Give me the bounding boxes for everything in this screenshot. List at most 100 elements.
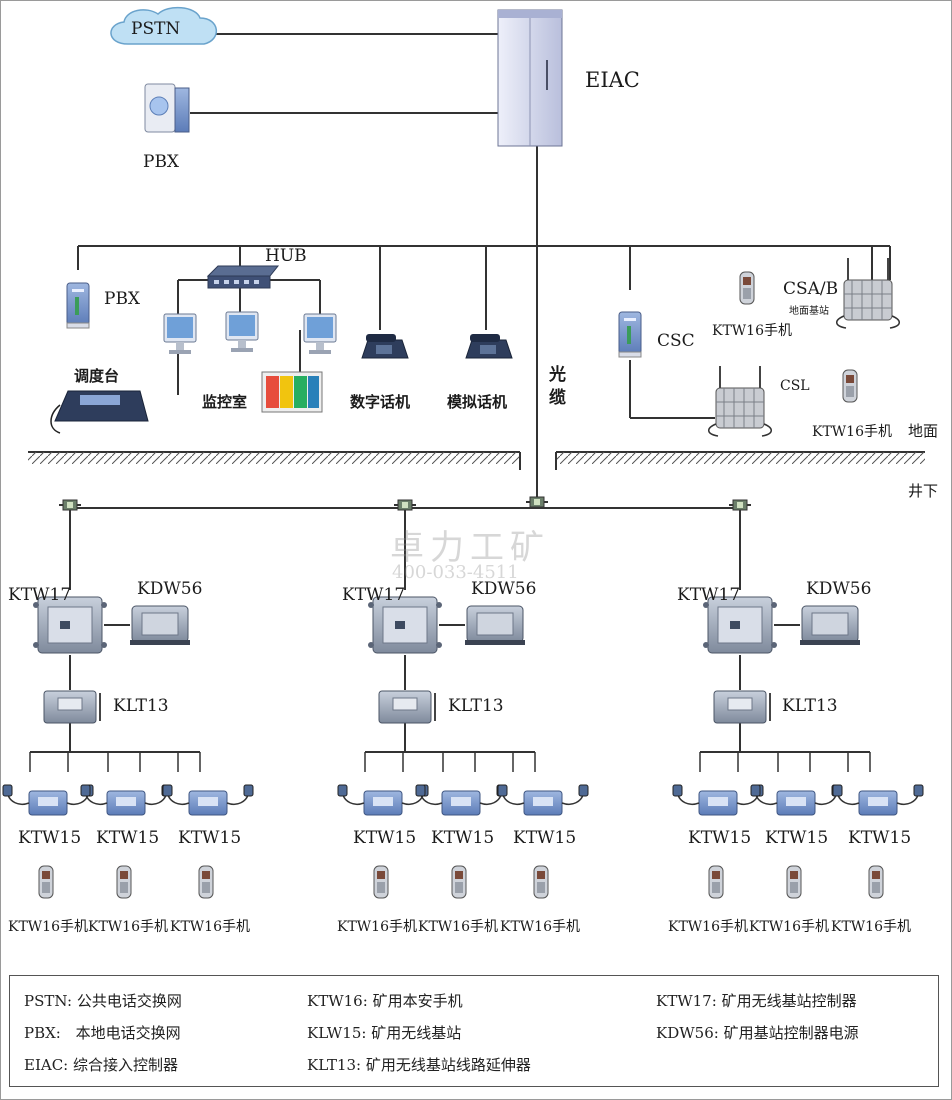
extender-label-3: KLT13	[782, 696, 838, 716]
phone-2-1-label: KTW16手机	[337, 919, 418, 935]
line-extender-1-icon	[43, 690, 101, 724]
handset-2-2-icon	[451, 865, 467, 899]
pbx-surface-label: PBX	[104, 289, 141, 309]
handset-3-1-icon	[708, 865, 724, 899]
handset-surface-2-label: KTW16手机	[812, 424, 893, 440]
pbx-surface-icon	[66, 282, 90, 329]
ground-station-label: 地面基站	[789, 306, 829, 317]
csl-label: CSL	[780, 378, 810, 394]
monitor-1-icon	[163, 313, 197, 355]
watermark-phone: 400-033-4511	[392, 562, 519, 583]
base-station-2-3-icon	[497, 784, 589, 816]
controller-label-2: KTW17	[342, 585, 406, 605]
handset-1-2-icon	[116, 865, 132, 899]
station-2-3-label: KTW15	[513, 828, 577, 848]
eiac-cabinet-icon	[497, 9, 563, 147]
base-station-2-1-icon	[337, 784, 429, 816]
base-station-3-3-icon	[832, 784, 924, 816]
csa-b-label: CSA/B	[783, 279, 839, 299]
hub-icon	[206, 265, 280, 289]
legend-item-ktw16: KTW16: 矿用本安手机	[307, 992, 463, 1010]
station-2-2-label: KTW15	[431, 828, 495, 848]
video-wall-icon	[261, 371, 323, 413]
monitor-room-label: 监控室	[202, 393, 248, 411]
station-1-3-label: KTW15	[178, 828, 242, 848]
base-station-1-2-icon	[80, 784, 172, 816]
power-label-2: KDW56	[471, 579, 537, 599]
station-3-2-label: KTW15	[765, 828, 829, 848]
legend-item-ktw17: KTW17: 矿用无线基站控制器	[656, 992, 857, 1010]
phone-2-3-label: KTW16手机	[500, 919, 581, 935]
controller-label-1: KTW17	[8, 585, 72, 605]
analog-phone-icon	[465, 333, 513, 359]
power-supply-1-icon	[129, 605, 191, 646]
ground-line	[28, 451, 925, 470]
station-1-2-label: KTW15	[96, 828, 160, 848]
watermark-name: 卓力工矿	[390, 528, 550, 568]
handset-1-3-icon	[198, 865, 214, 899]
handset-3-2-icon	[786, 865, 802, 899]
handset-1-1-icon	[38, 865, 54, 899]
phone-3-2-label: KTW16手机	[749, 919, 830, 935]
legend-item-pbx: PBX: 本地电话交换网	[24, 1024, 181, 1042]
base-station-1-1-icon	[2, 784, 94, 816]
controller-2-icon	[367, 596, 443, 654]
surface-bus	[77, 245, 891, 419]
phone-3-3-label: KTW16手机	[831, 919, 912, 935]
monitor-2-icon	[225, 311, 259, 353]
power-supply-3-icon	[799, 605, 861, 646]
power-supply-2-icon	[464, 605, 526, 646]
controller-3-icon	[702, 596, 778, 654]
phone-1-1-label: KTW16手机	[8, 919, 89, 935]
dispatch-console-label: 调度台	[74, 367, 120, 385]
analog-phone-label: 模拟话机	[447, 393, 508, 411]
legend-item-kdw56: KDW56: 矿用基站控制器电源	[656, 1024, 859, 1042]
monitor-3-icon	[303, 313, 337, 355]
csc-label: CSC	[657, 331, 695, 351]
station-3-3-label: KTW15	[848, 828, 912, 848]
base-station-3-1-icon	[672, 784, 764, 816]
top-links	[190, 33, 538, 498]
power-label-3: KDW56	[806, 579, 872, 599]
line-extender-3-icon	[713, 690, 771, 724]
csl-icon	[707, 365, 773, 437]
station-3-1-label: KTW15	[688, 828, 752, 848]
fiber-cable-label-1: 光	[549, 365, 566, 385]
handset-2-3-icon	[533, 865, 549, 899]
pbx-top-label: PBX	[143, 152, 180, 172]
handset-2-1-icon	[373, 865, 389, 899]
controller-label-3: KTW17	[677, 585, 741, 605]
fiber-cable-label-2: 缆	[549, 388, 566, 408]
dispatch-console-icon	[50, 390, 149, 434]
phone-2-2-label: KTW16手机	[418, 919, 499, 935]
power-label-1: KDW56	[137, 579, 203, 599]
extender-label-2: KLT13	[448, 696, 504, 716]
handset-3-3-icon	[868, 865, 884, 899]
base-station-2-2-icon	[415, 784, 507, 816]
extender-label-1: KLT13	[113, 696, 169, 716]
digital-phone-label: 数字话机	[350, 393, 411, 411]
legend-item-klw15: KLW15: 矿用无线基站	[307, 1024, 462, 1042]
handset-surface-2-icon	[842, 369, 858, 403]
junction-box-main-icon	[525, 496, 549, 508]
pstn-label: PSTN	[131, 19, 181, 39]
phone-3-1-label: KTW16手机	[668, 919, 749, 935]
legend: PSTN: 公共电话交换网 PBX: 本地电话交换网 EIAC: 综合接入控制器…	[9, 975, 939, 1087]
legend-item-eiac: EIAC: 综合接入控制器	[24, 1056, 179, 1074]
underground-groups	[2, 596, 924, 899]
csc-icon	[618, 311, 642, 358]
legend-item-klt13: KLT13: 矿用无线基站线路延伸器	[307, 1056, 531, 1074]
hub-label: HUB	[265, 246, 307, 266]
station-1-1-label: KTW15	[18, 828, 82, 848]
digital-phone-icon	[361, 333, 409, 359]
eiac-label: EIAC	[585, 68, 640, 92]
underground-label: 井下	[908, 482, 939, 500]
ground-label: 地面	[908, 422, 939, 440]
handset-surface-1-label: KTW16手机	[712, 323, 793, 339]
phone-1-3-label: KTW16手机	[170, 919, 251, 935]
phone-1-2-label: KTW16手机	[88, 919, 169, 935]
base-station-1-3-icon	[162, 784, 254, 816]
station-2-1-label: KTW15	[353, 828, 417, 848]
handset-surface-1-icon	[739, 271, 755, 305]
